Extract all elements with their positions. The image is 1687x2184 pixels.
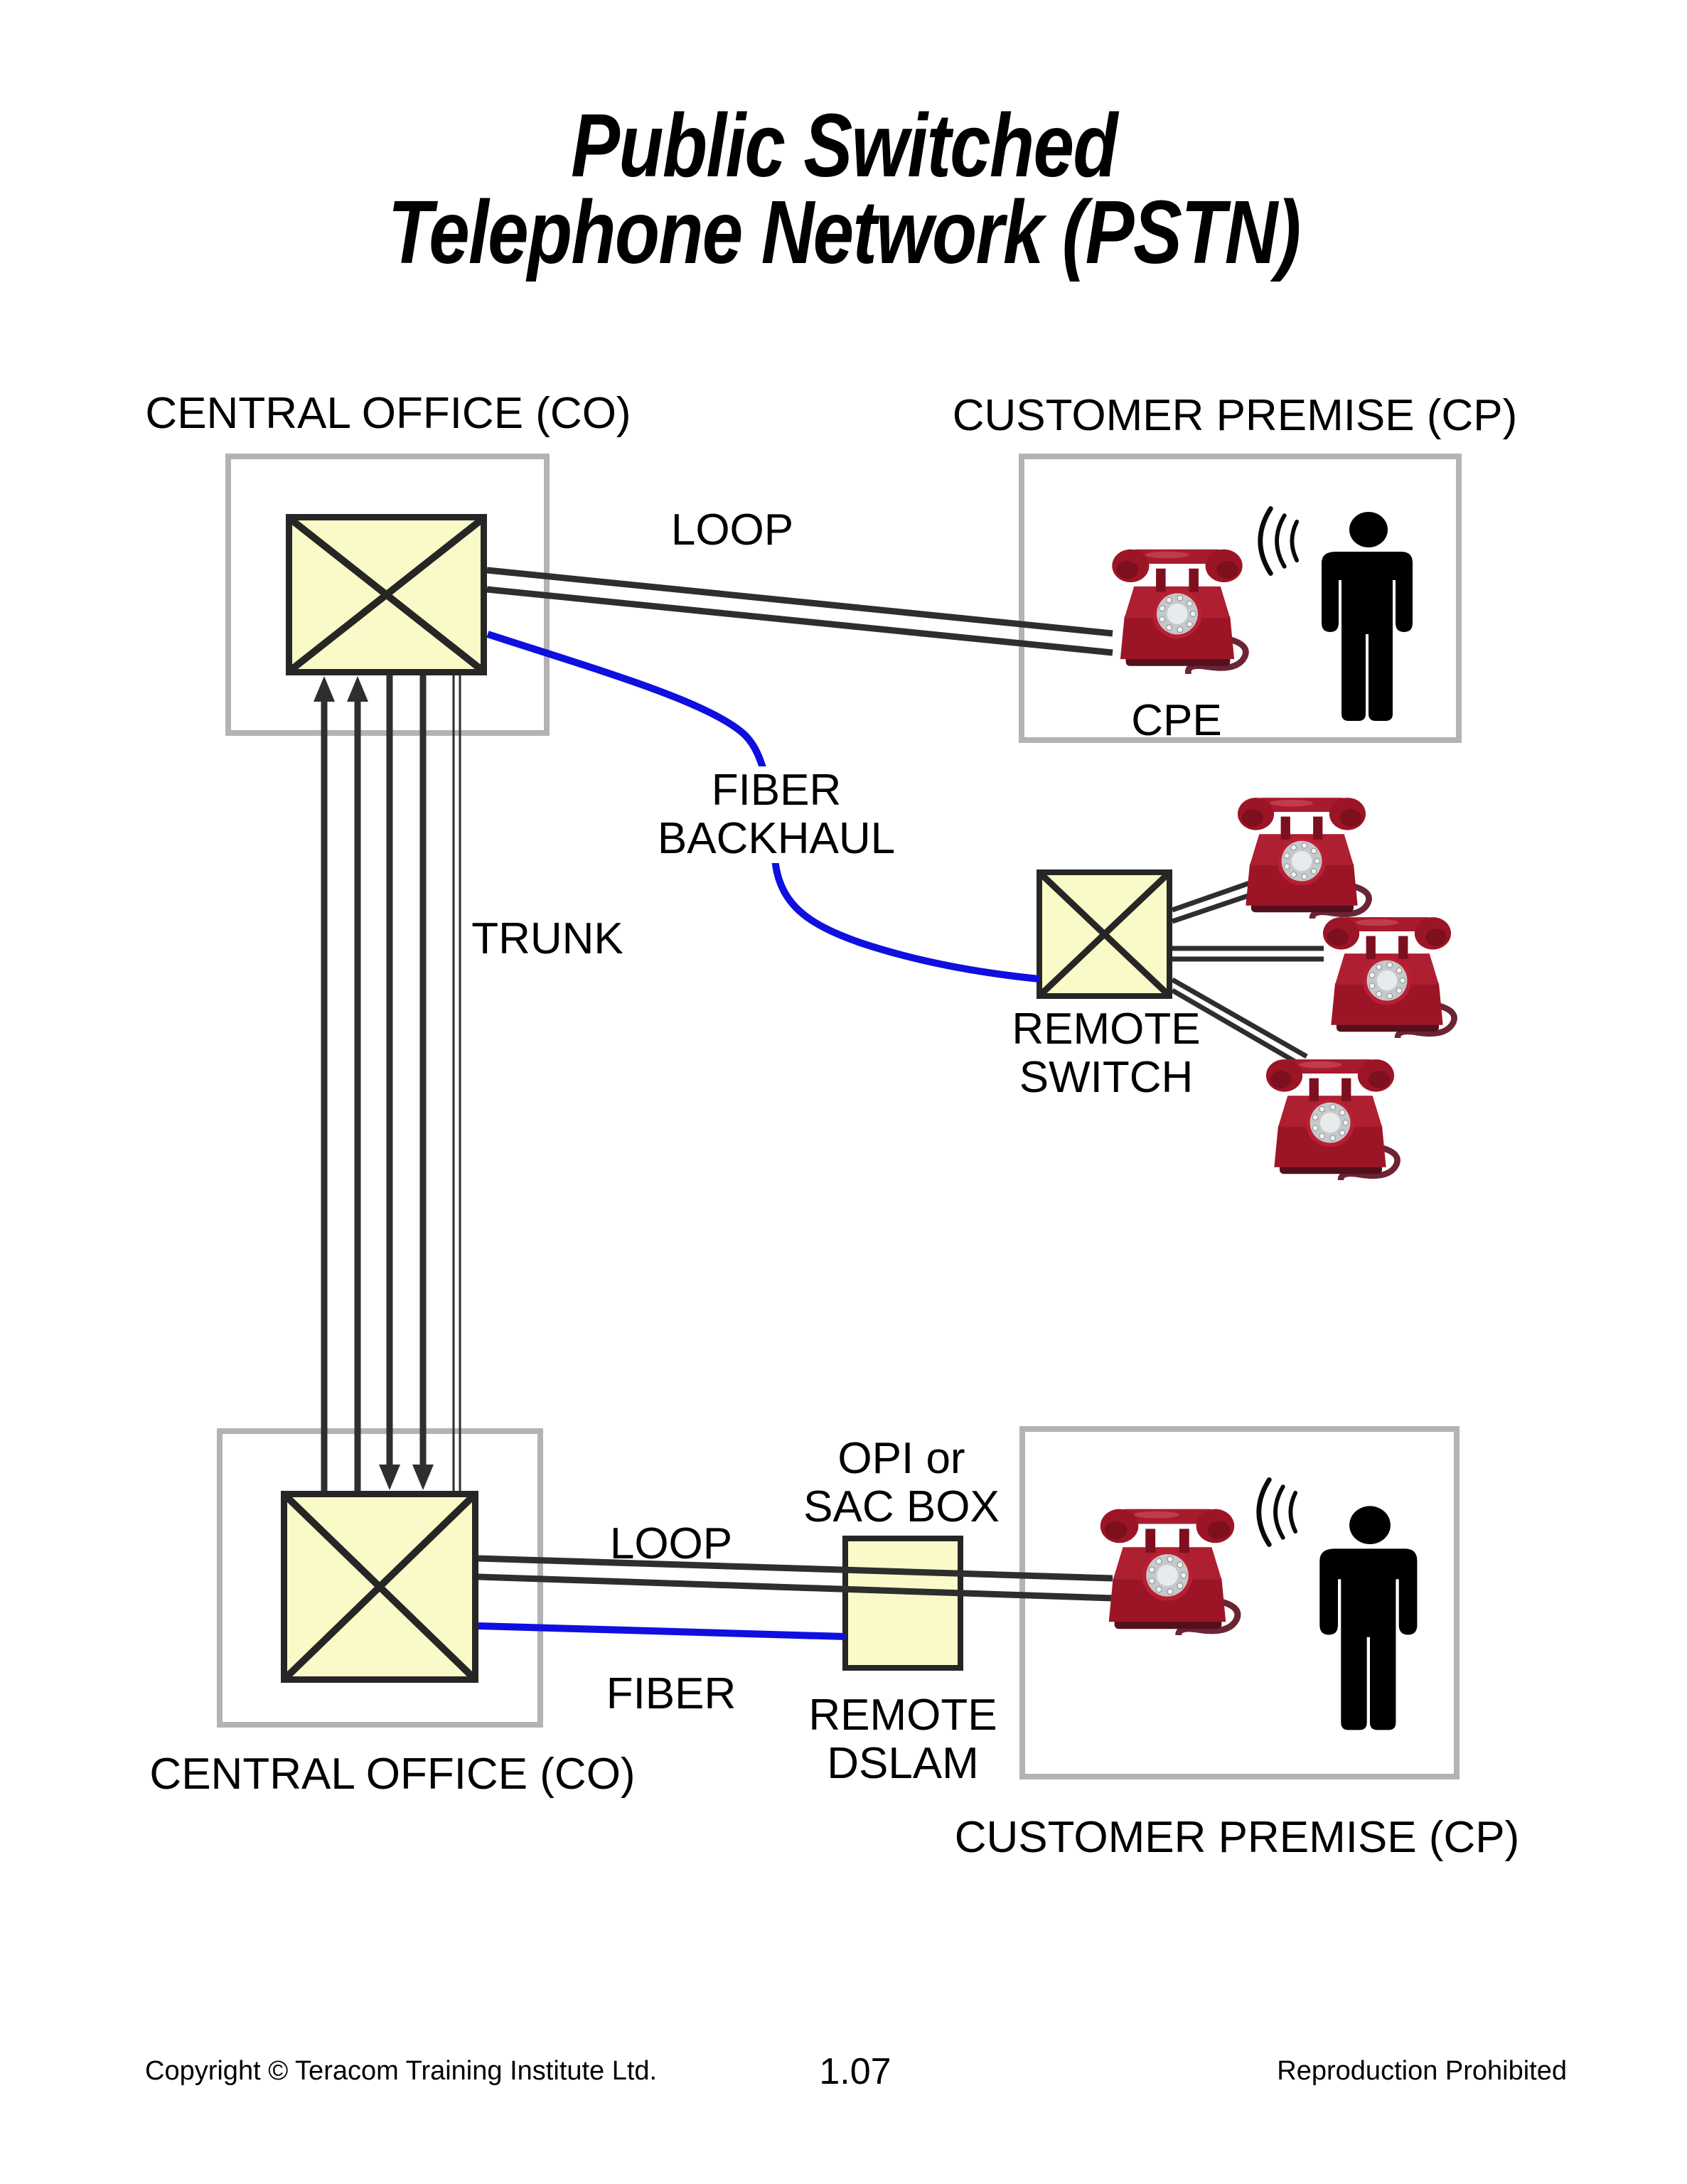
loop-bottom-label: LOOP xyxy=(609,1519,733,1568)
remote-switch-label-line1: REMOTE xyxy=(1012,1005,1201,1054)
trunk-arrow-down-2 xyxy=(412,1465,434,1490)
subscriber-top xyxy=(1318,510,1419,724)
opi-sac-box-label-line1: OPI or xyxy=(837,1434,965,1483)
cpe-phone xyxy=(1098,532,1256,674)
opi-sac-box-label-line2: SAC BOX xyxy=(803,1482,1000,1531)
co-switch-top-icon xyxy=(286,514,487,675)
person-silhouette-icon xyxy=(1317,1502,1423,1736)
remote-dslam-label-line2: DSLAM xyxy=(827,1739,979,1788)
remote-phone-1 xyxy=(1224,782,1379,919)
remote-switch-label: REMOTE SWITCH xyxy=(1012,1005,1200,1102)
rotary-phone-icon xyxy=(1310,901,1464,1038)
remote-phone-2 xyxy=(1310,901,1464,1038)
trunk-arrow-up-1 xyxy=(314,676,335,702)
page-title-line2: Telephone Network (PSTN) xyxy=(387,182,1301,283)
footer-page-number: 1.07 xyxy=(819,2051,891,2092)
loop-top-label: LOOP xyxy=(670,505,794,555)
opi-sac-box-label: OPI or SAC BOX xyxy=(803,1435,1000,1531)
fiber-bottom-label: FIBER xyxy=(606,1669,737,1718)
trunk-label: TRUNK xyxy=(471,914,623,963)
trunk-arrow-down-1 xyxy=(379,1465,400,1490)
co-switch-bottom-icon xyxy=(281,1491,478,1683)
remote-dslam-label: REMOTE DSLAM xyxy=(808,1691,997,1788)
fiber-backhaul-label-line2: BACKHAUL xyxy=(657,814,896,863)
customer-premise-bottom-label: CUSTOMER PREMISE (CP) xyxy=(954,1813,1520,1862)
dsl-phone xyxy=(1086,1493,1248,1635)
remote-drop-3a xyxy=(1171,977,1308,1059)
central-office-top-label: CENTRAL OFFICE (CO) xyxy=(145,389,631,438)
fiber-backhaul-label-line1: FIBER xyxy=(711,766,842,815)
customer-premise-top-label: CUSTOMER PREMISE (CP) xyxy=(952,391,1518,440)
remote-switch-icon xyxy=(1037,869,1172,999)
loop-bottom-wire-2 xyxy=(478,1573,1113,1602)
trunk-arrow-up-2 xyxy=(347,676,368,702)
x-box-icon xyxy=(292,520,481,669)
loop-bottom-wire-1 xyxy=(478,1555,1113,1582)
rotary-phone-icon xyxy=(1224,782,1379,919)
loop-top-wire-2 xyxy=(486,586,1113,656)
fiber-backhaul-label: FIBER BACKHAUL xyxy=(650,766,903,863)
cpe-label: CPE xyxy=(1131,696,1222,745)
page-title: Public Switched Telephone Network (PSTN) xyxy=(261,95,1427,283)
footer-copyright: Copyright © Teracom Training Institute L… xyxy=(145,2056,658,2086)
ringing-waves-top xyxy=(1255,506,1301,576)
remote-phone-3 xyxy=(1253,1044,1408,1180)
ringing-waves-bottom xyxy=(1254,1477,1300,1547)
sound-waves-icon xyxy=(1254,1477,1300,1547)
sound-waves-icon xyxy=(1255,506,1301,576)
rotary-phone-icon xyxy=(1086,1493,1248,1635)
remote-drop-3b xyxy=(1171,987,1302,1068)
x-box-icon xyxy=(1042,875,1167,993)
x-box-icon xyxy=(287,1497,472,1676)
remote-switch-label-line2: SWITCH xyxy=(1019,1053,1194,1102)
footer-notice: Reproduction Prohibited xyxy=(1277,2056,1567,2086)
rotary-phone-icon xyxy=(1098,532,1256,674)
remote-dslam-label-line1: REMOTE xyxy=(808,1691,997,1740)
person-silhouette-icon xyxy=(1318,510,1419,724)
central-office-bottom-label: CENTRAL OFFICE (CO) xyxy=(149,1750,636,1799)
fiber-bottom-wire xyxy=(478,1622,846,1640)
page-title-line1: Public Switched xyxy=(570,95,1118,196)
subscriber-bottom xyxy=(1317,1502,1423,1736)
opi-sac-box-icon xyxy=(842,1536,963,1671)
rotary-phone-icon xyxy=(1253,1044,1408,1180)
loop-top-wire-1 xyxy=(486,567,1113,637)
